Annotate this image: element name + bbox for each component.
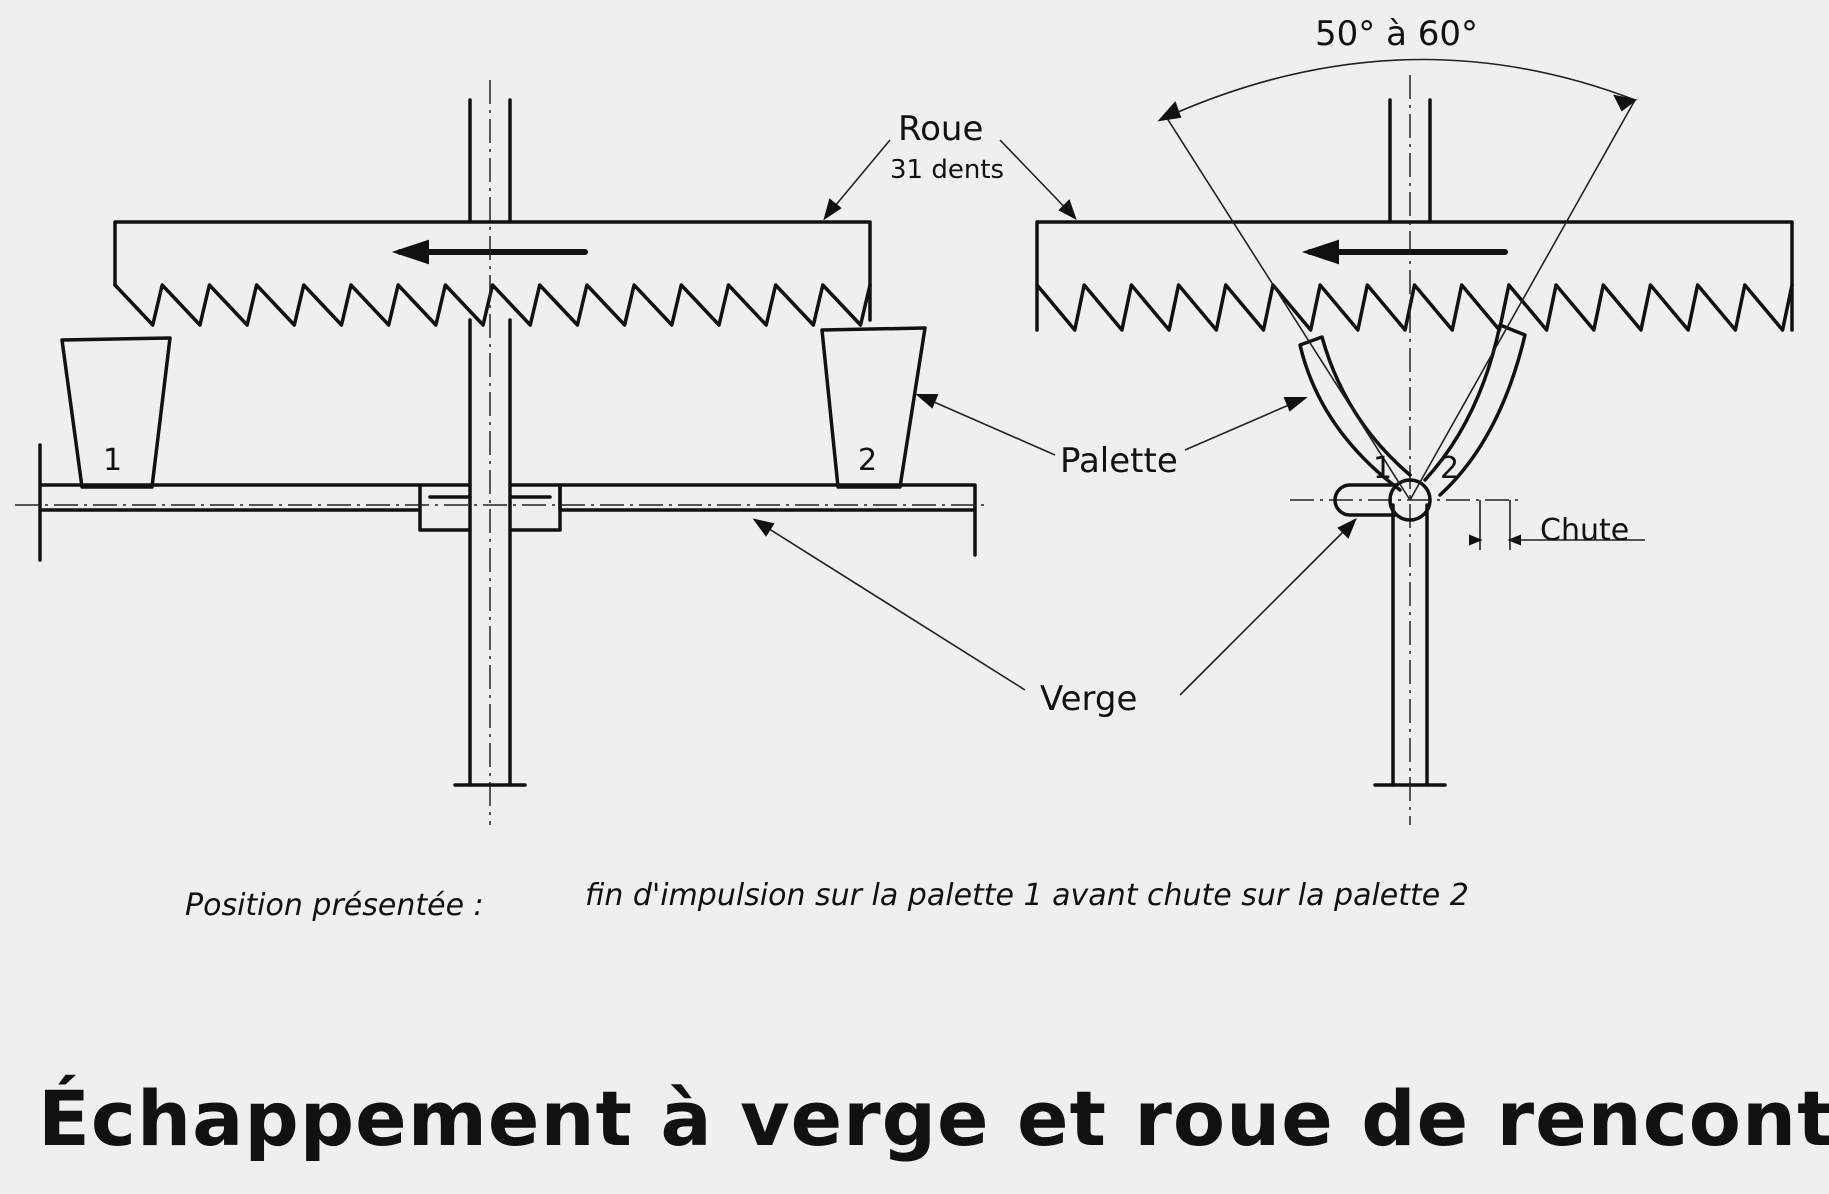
caption-prefix: Position présentée : — [185, 888, 484, 923]
label-verge: Verge — [1040, 679, 1137, 719]
right-verge-hub — [1388, 478, 1432, 522]
right-wheel-teeth — [1035, 283, 1794, 332]
right-view: 1 2 — [1035, 58, 1794, 825]
left-crown-wheel — [113, 220, 872, 322]
left-pallet-1 — [60, 336, 172, 489]
leader-lines — [752, 139, 1357, 696]
page-title: Échappement à verge et roue de rencontre — [38, 1074, 1829, 1163]
left-wheel-teeth — [113, 283, 872, 327]
right-pallet-1-number: 1 — [1373, 451, 1392, 486]
right-pallet-1 — [1298, 335, 1412, 492]
label-angle: 50° à 60° — [1315, 14, 1478, 54]
left-pallet-1-number: 1 — [103, 443, 122, 478]
label-palette: Palette — [1060, 441, 1178, 481]
label-roue-teeth: 31 dents — [890, 155, 1004, 185]
right-pallet-2-number: 2 — [1440, 451, 1459, 486]
right-pallet-2 — [1423, 323, 1527, 497]
left-view: 1 2 — [15, 80, 990, 825]
caption-text: fin d'impulsion sur la palette 1 avant c… — [585, 878, 1469, 913]
right-direction-arrow — [1301, 239, 1339, 265]
left-pallet-2-number: 2 — [858, 443, 877, 478]
left-pallet-2 — [820, 326, 927, 489]
left-verge-arbor — [38, 443, 977, 562]
left-direction-arrow — [391, 239, 429, 265]
right-crown-wheel — [1035, 220, 1794, 332]
angle-arc — [1159, 58, 1636, 121]
label-chute: Chute — [1540, 513, 1629, 548]
label-roue: Roue — [898, 109, 983, 149]
